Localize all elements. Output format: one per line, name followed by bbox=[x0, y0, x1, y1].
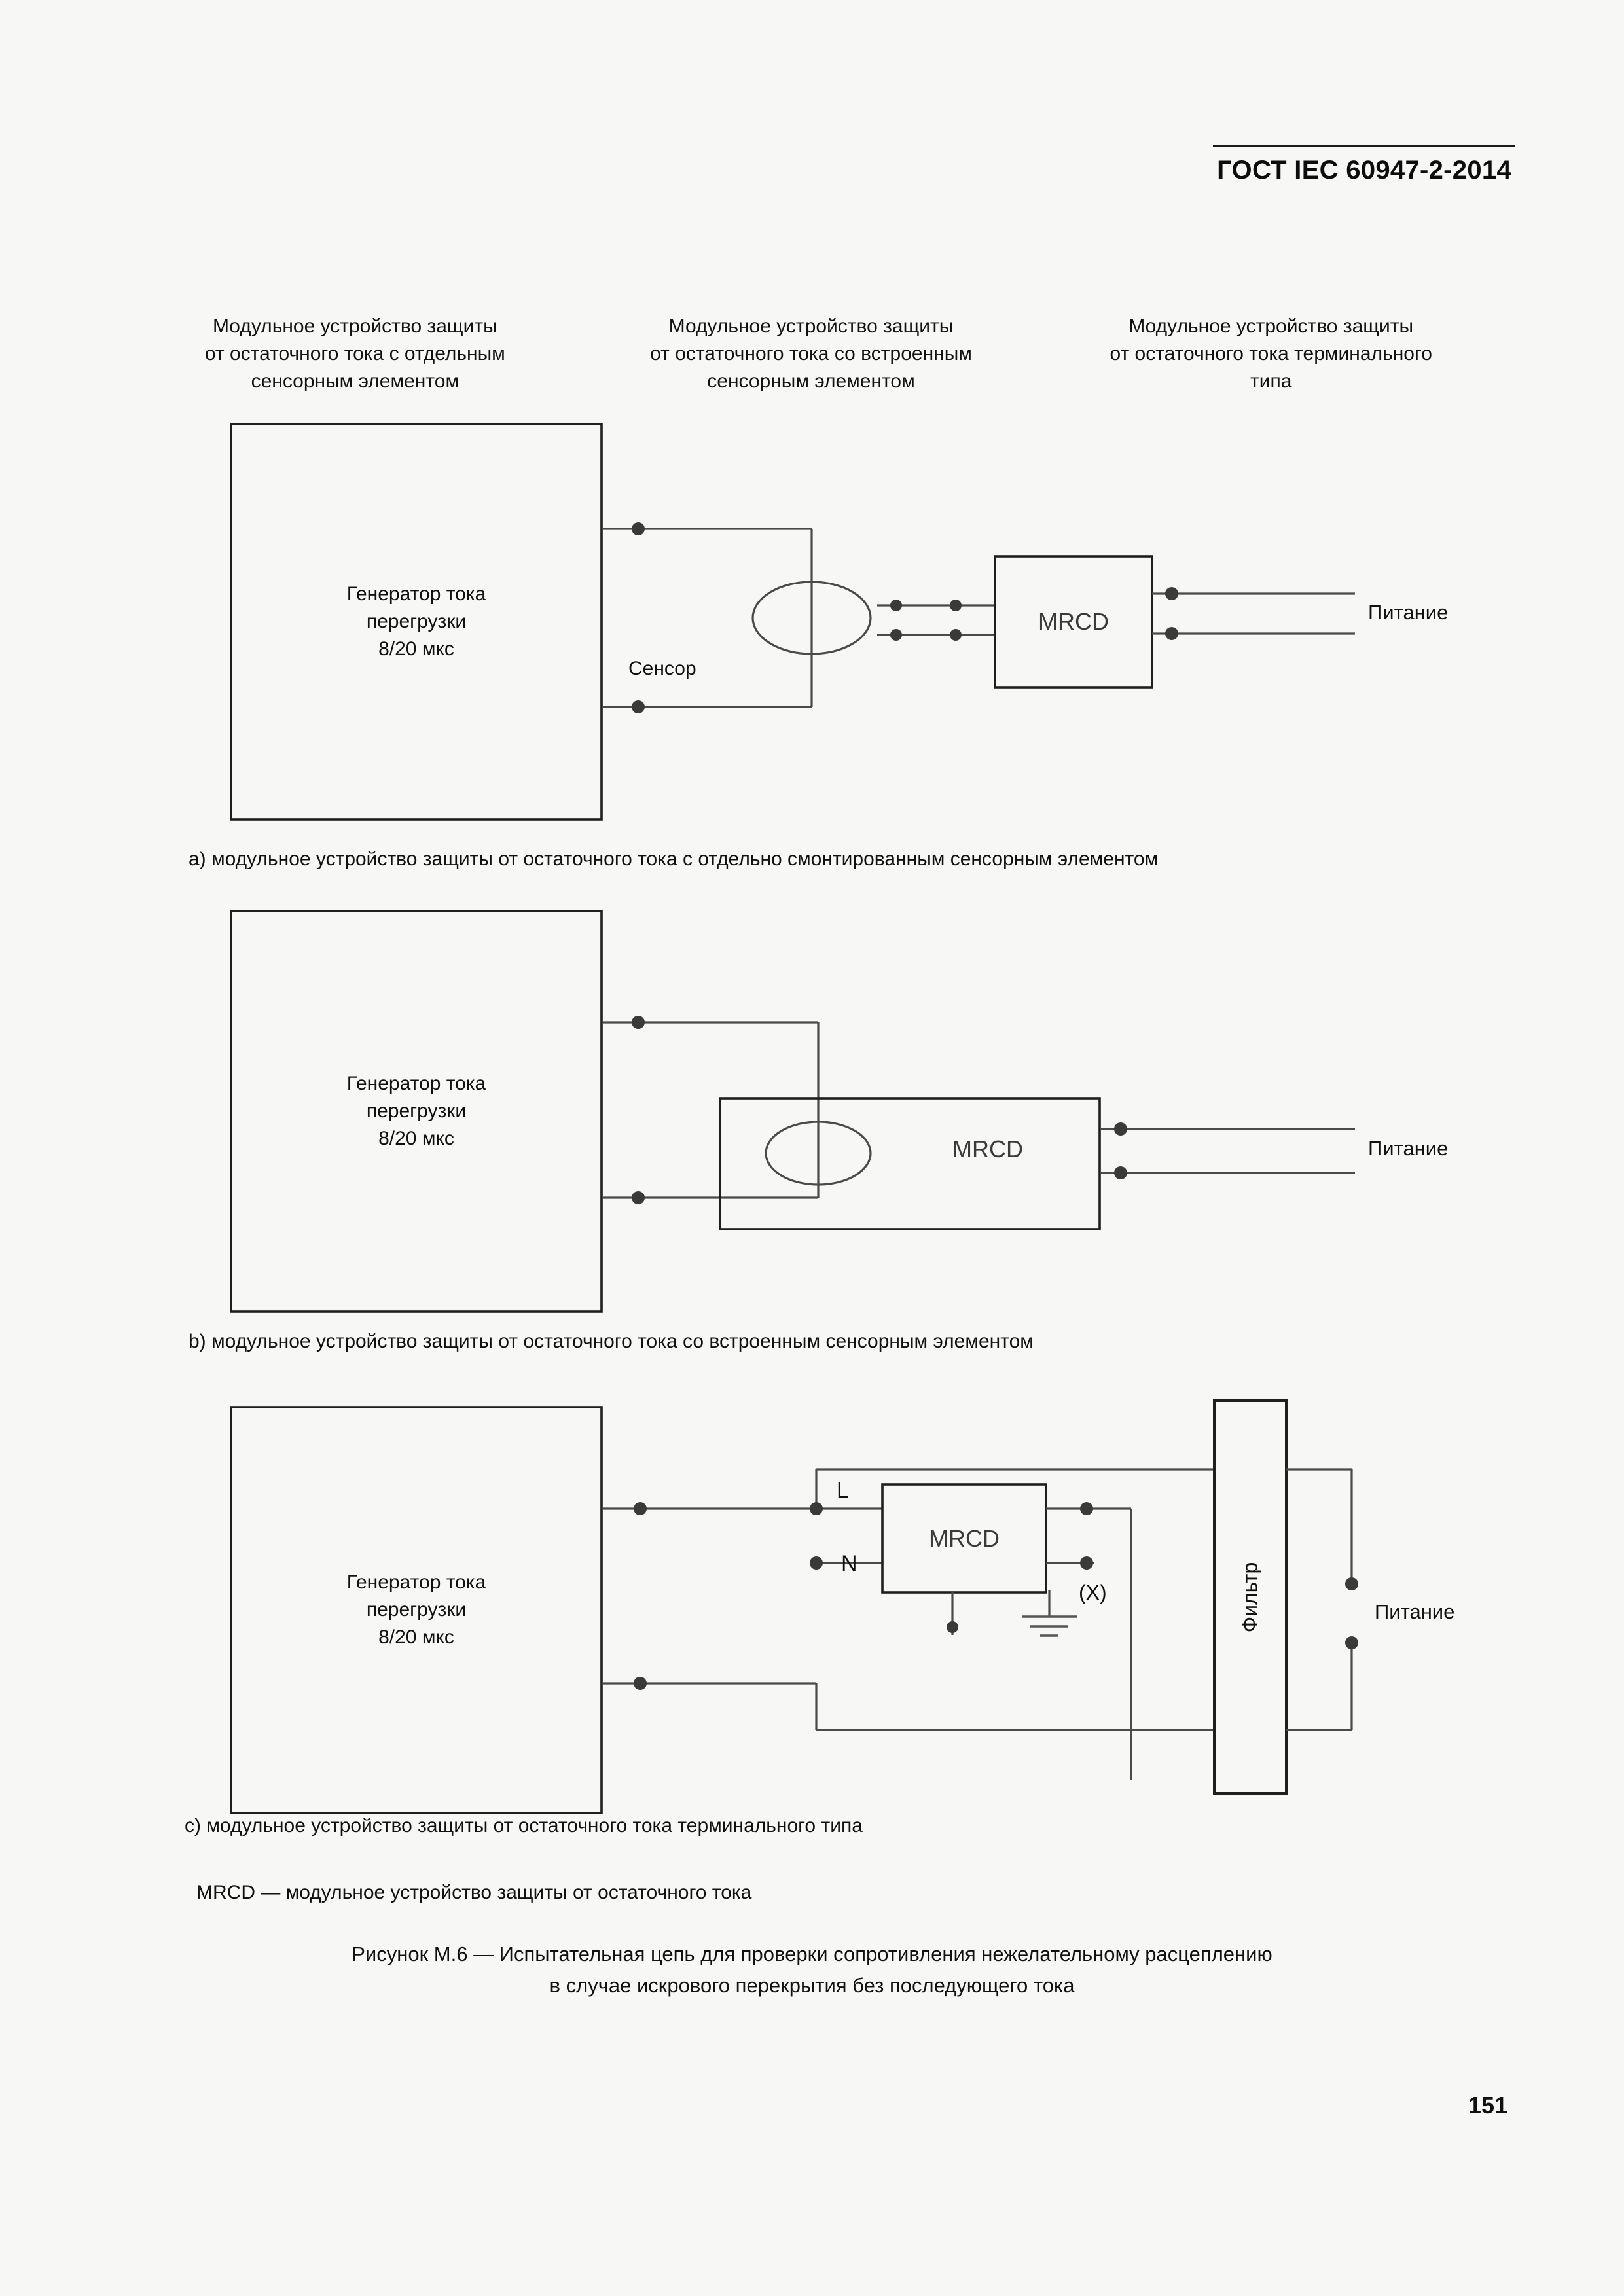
earth-ground-icon bbox=[1022, 1615, 1077, 1637]
generator-label-line3: 8/20 мкс bbox=[378, 1626, 454, 1648]
generator-label-line1: Генератор тока bbox=[346, 1571, 486, 1593]
terminal-markers bbox=[632, 522, 1178, 713]
generator-box-label-b: Генератор тока перегрузки 8/20 мкс bbox=[231, 911, 602, 1312]
column-heading-separate-sensor: Модульное устройство защиты от остаточно… bbox=[124, 313, 586, 395]
page-number: 151 bbox=[1468, 2092, 1507, 2119]
generator-box-label-a: Генератор тока перегрузки 8/20 мкс bbox=[231, 424, 602, 819]
mrcd-box-label-b: MRCD bbox=[952, 1136, 1023, 1162]
figure-title-line1: Рисунок М.6 — Испытательная цепь для про… bbox=[352, 1943, 1272, 1965]
figure-title-line2: в случае искрового перекрытия без послед… bbox=[549, 1974, 1075, 1997]
earth-note-label: (X) bbox=[1079, 1581, 1107, 1604]
sensor-ring-icon bbox=[751, 581, 872, 655]
generator-box-label-c: Генератор тока перегрузки 8/20 мкс bbox=[231, 1407, 602, 1813]
terminal-markers bbox=[634, 1502, 1358, 1690]
supply-label-c: Питание bbox=[1375, 1600, 1455, 1623]
document-header: ГОСТ IEC 60947-2-2014 bbox=[1213, 145, 1515, 185]
caption-b: b) модульное устройство защиты от остато… bbox=[189, 1331, 1034, 1352]
neutral-conductor-label: N bbox=[841, 1551, 857, 1576]
column-heading-terminal-type: Модульное устройство защиты от остаточно… bbox=[1036, 313, 1506, 395]
diagram-a: Генератор тока перегрузки 8/20 мкс Сенсо… bbox=[0, 406, 1624, 838]
generator-label-line2: перегрузки bbox=[366, 611, 467, 632]
column-heading-text: Модульное устройство защиты от остаточно… bbox=[204, 315, 505, 392]
filter-box bbox=[1213, 1399, 1288, 1795]
column-heading-integral-sensor: Модульное устройство защиты от остаточно… bbox=[586, 313, 1037, 395]
caption-c: с) модульное устройство защиты от остато… bbox=[185, 1815, 863, 1837]
header-rule bbox=[1213, 145, 1515, 147]
generator-label-line3: 8/20 мкс bbox=[378, 1128, 454, 1149]
caption-a: а) модульное устройство защиты от остато… bbox=[189, 848, 1159, 870]
supply-label-a: Питание bbox=[1368, 601, 1449, 624]
diagram-b: Генератор тока перегрузки 8/20 мкс MRCD … bbox=[0, 903, 1624, 1322]
column-heading-text: Модульное устройство защиты от остаточно… bbox=[1110, 315, 1432, 392]
terminal-markers bbox=[632, 1016, 1127, 1204]
standard-number: ГОСТ IEC 60947-2-2014 bbox=[1217, 156, 1511, 185]
generator-label-line3: 8/20 мкс bbox=[378, 638, 454, 660]
figure-title: Рисунок М.6 — Испытательная цепь для про… bbox=[0, 1939, 1624, 2001]
sensor-ring-icon bbox=[765, 1121, 872, 1186]
filter-label: Фильтр bbox=[1238, 1562, 1262, 1632]
mrcd-box-label-a: MRCD bbox=[1038, 608, 1109, 635]
line-conductor-label: L bbox=[837, 1478, 849, 1503]
generator-label-line1: Генератор тока bbox=[346, 1073, 486, 1094]
abbreviation-note: MRCD — модульное устройство защиты от ос… bbox=[196, 1882, 752, 1903]
filter-box-label-wrap: Фильтр bbox=[1214, 1401, 1286, 1793]
column-headings: Модульное устройство защиты от остаточно… bbox=[124, 313, 1506, 395]
diagram-c: Генератор тока перегрузки 8/20 мкс L N M… bbox=[0, 1388, 1624, 1820]
column-heading-text: Модульное устройство защиты от остаточно… bbox=[650, 315, 972, 392]
supply-label-b: Питание bbox=[1368, 1137, 1449, 1160]
mrcd-box-label-c: MRCD bbox=[929, 1524, 1000, 1552]
sensor-label-a: Сенсор bbox=[628, 658, 696, 679]
generator-label-line2: перегрузки bbox=[366, 1100, 467, 1122]
generator-label-line1: Генератор тока bbox=[346, 583, 486, 605]
generator-label-line2: перегрузки bbox=[366, 1599, 467, 1621]
